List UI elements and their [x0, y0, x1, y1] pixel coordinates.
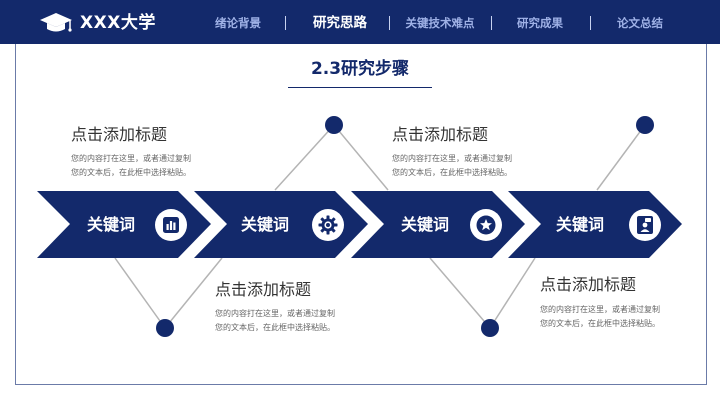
block-description: 您的内容打在这里，或者通过复制 您的文本后，在此框中选择粘贴。	[392, 152, 552, 180]
connector-line	[164, 257, 223, 329]
description-line: 您的文本后，在此框中选择粘贴。	[392, 168, 512, 177]
content-frame	[15, 44, 707, 385]
description-line: 您的文本后，在此框中选择粘贴。	[71, 168, 191, 177]
description-line: 您的文本后，在此框中选择粘贴。	[540, 319, 660, 328]
connector-dot	[636, 116, 654, 134]
step-label: 关键词	[86, 215, 135, 234]
connector-line	[489, 257, 536, 329]
description-line: 您的内容打在这里，或者通过复制	[215, 309, 335, 318]
description-line: 您的内容打在这里，或者通过复制	[540, 305, 660, 314]
step-label: 关键词	[555, 215, 604, 234]
connector-dot	[325, 116, 343, 134]
nav-separator	[285, 16, 286, 30]
star-icon	[476, 215, 496, 235]
block-description: 您的内容打在这里，或者通过复制 您的文本后，在此框中选择粘贴。	[540, 303, 700, 331]
page-title: 2.3研究步骤	[310, 59, 410, 79]
description-line: 您的内容打在这里，或者通过复制	[71, 154, 191, 163]
step-icon-button[interactable]	[155, 209, 187, 241]
step-chevron-4	[508, 191, 682, 258]
nav-separator	[590, 16, 591, 30]
connector-line	[596, 124, 646, 191]
step-icon-button[interactable]	[312, 209, 344, 241]
nav-item-research-approach[interactable]: 研究思路	[313, 15, 367, 31]
step-icon-button[interactable]	[629, 209, 661, 241]
step-chevron-3	[351, 191, 525, 258]
block-title: 点击添加标题	[71, 125, 168, 144]
nav-item-research-results[interactable]: 研究成果	[517, 16, 563, 30]
nav-item-background[interactable]: 绪论背景	[215, 16, 261, 30]
connector-line	[429, 257, 491, 329]
block-title: 点击添加标题	[215, 280, 312, 299]
block-title: 点击添加标题	[392, 125, 489, 144]
step-chevron-1	[37, 191, 211, 258]
step-label: 关键词	[240, 215, 289, 234]
title-underline	[288, 87, 432, 88]
connector-line	[333, 124, 389, 191]
block-description: 您的内容打在这里，或者通过复制 您的文本后，在此框中选择粘贴。	[71, 152, 231, 180]
step-label: 关键词	[400, 215, 449, 234]
step-chevron-2	[194, 191, 368, 258]
nav-separator	[389, 16, 390, 30]
nav-item-thesis-summary[interactable]: 论文总结	[617, 16, 663, 30]
gear-icon	[318, 215, 338, 235]
block-title: 点击添加标题	[540, 275, 637, 294]
description-line: 您的内容打在这里，或者通过复制	[392, 154, 512, 163]
connector-line	[114, 257, 166, 329]
step-icon-button[interactable]	[470, 209, 502, 241]
university-name: XXX大学	[80, 13, 156, 33]
id-card-icon	[637, 216, 653, 234]
connector-dot	[156, 319, 174, 337]
top-nav-bar: XXX大学 绪论背景 研究思路 关键技术难点 研究成果 论文总结	[0, 0, 720, 44]
nav-separator	[491, 16, 492, 30]
bar-chart-icon	[163, 217, 179, 233]
connector-line	[274, 124, 335, 191]
nav-item-key-technical-difficulties[interactable]: 关键技术难点	[405, 16, 475, 30]
block-description: 您的内容打在这里，或者通过复制 您的文本后，在此框中选择粘贴。	[215, 307, 375, 335]
connector-dot	[481, 319, 499, 337]
description-line: 您的文本后，在此框中选择粘贴。	[215, 323, 335, 332]
graduation-cap-icon	[40, 13, 72, 32]
